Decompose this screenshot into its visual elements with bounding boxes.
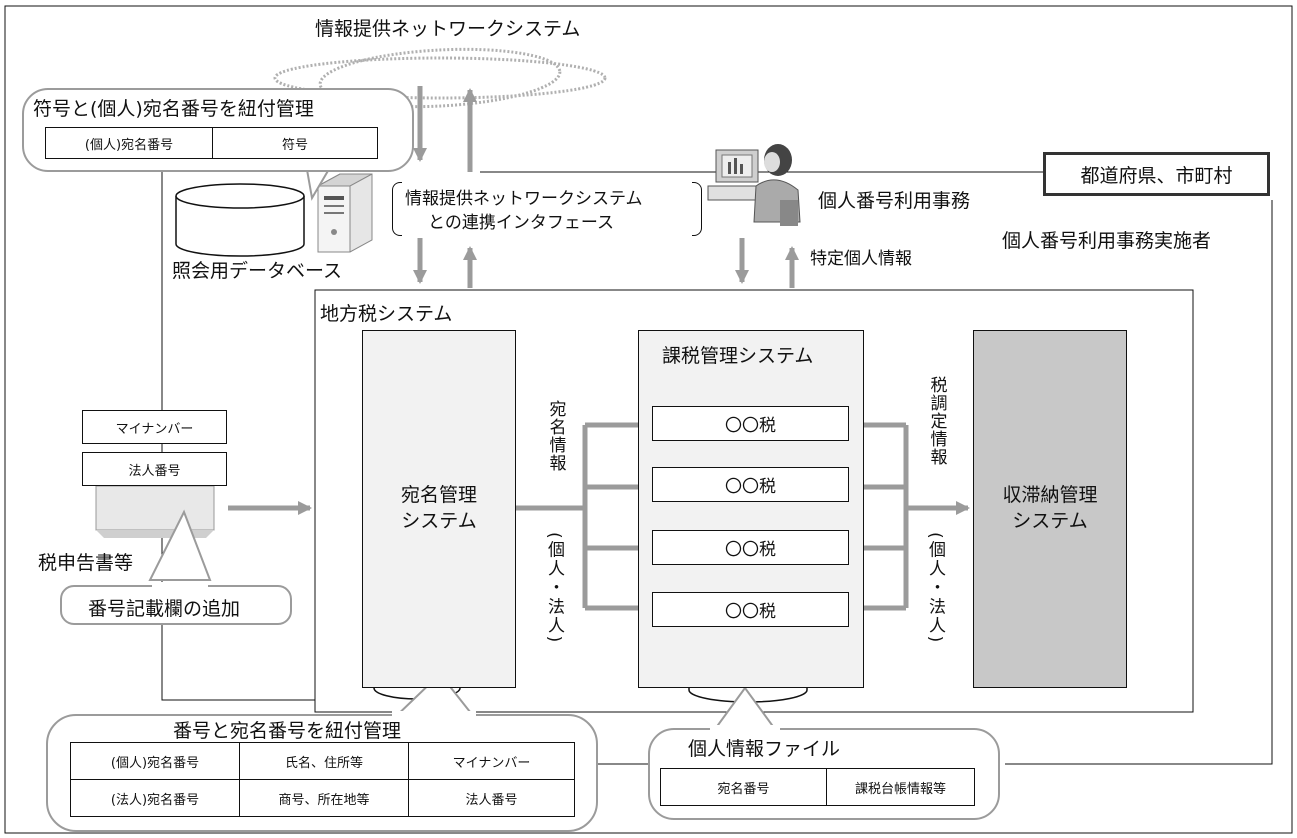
jisshisha-label: 個人番号利用事務実施者 xyxy=(1002,230,1212,252)
tax-box: 〇〇税 xyxy=(652,406,849,441)
mapping-top-cell: 符号 xyxy=(212,127,378,159)
kojin-houjin-right: (個人・法人) xyxy=(925,532,945,645)
callout-add xyxy=(60,585,292,625)
interface-line-2: との連携インタフェース xyxy=(428,213,614,233)
network-cloud xyxy=(273,47,607,109)
kojin-file-title: 個人情報ファイル xyxy=(688,738,841,760)
network-title: 情報提供ネットワークシステム xyxy=(315,18,581,40)
form-row-mynumber: マイナンバー xyxy=(82,410,227,444)
callout-mapping-bottom-tail-mask xyxy=(392,711,476,718)
mapping-bottom-title: 番号と宛名番号を紐付管理 xyxy=(173,720,402,742)
atena-info-label: 宛名情報 xyxy=(545,400,566,472)
table-cell: マイナンバー xyxy=(408,742,575,780)
region-box: 都道府県、市町村 xyxy=(1043,152,1270,196)
form-row-houjin: 法人番号 xyxy=(82,452,227,486)
callout-add-tail-mask xyxy=(152,582,208,589)
callout-add-text: 番号記載欄の追加 xyxy=(88,598,241,620)
interface-bracket-right xyxy=(692,182,702,236)
boundary-left xyxy=(161,172,315,701)
atena-system-box: 宛名管理 システム xyxy=(362,330,516,688)
boundary-right xyxy=(1005,200,1273,765)
callout-tail-add xyxy=(148,509,212,581)
chihouzei-label: 地方税システム xyxy=(320,303,453,325)
callout-kojin-file-tail-mask xyxy=(710,725,780,732)
zei-chotei-label: 税調定情報 xyxy=(926,376,947,466)
operator-icon xyxy=(707,144,801,226)
table-row: 宛名番号 課税台帳情報等 xyxy=(660,768,975,806)
interface-line-1: 情報提供ネットワークシステム xyxy=(405,189,643,209)
kojin-houjin-left: (個人・法人) xyxy=(544,532,564,645)
mapping-top-table: (個人)宛名番号 符号 xyxy=(45,127,378,159)
table-row: (個人)宛名番号 氏名、住所等 マイナンバー xyxy=(70,742,575,780)
outer-frame xyxy=(4,5,1293,834)
table-cell: 課税台帳情報等 xyxy=(826,768,975,806)
query-db-cylinder xyxy=(175,183,305,257)
tax-box: 〇〇税 xyxy=(652,592,849,627)
db-label: 照会用データベース xyxy=(172,260,343,282)
kazei-system-box xyxy=(638,330,864,688)
jimu-label: 個人番号利用事務 xyxy=(818,190,971,212)
table-cell: (個人)宛名番号 xyxy=(70,742,240,780)
kazei-label: 課税管理システム xyxy=(662,345,814,367)
table-cell: 氏名、住所等 xyxy=(239,742,409,780)
table-row: (法人)宛名番号 商号、所在地等 法人番号 xyxy=(70,779,575,817)
mapping-bottom-table: (個人)宛名番号 氏名、住所等 マイナンバー (法人)宛名番号 商号、所在地等 … xyxy=(70,742,575,817)
mapping-top-cell: (個人)宛名番号 xyxy=(45,127,213,159)
server-icon xyxy=(317,173,373,253)
tokutei-label: 特定個人情報 xyxy=(810,249,912,269)
tax-box: 〇〇税 xyxy=(652,467,849,502)
form-caption: 税申告書等 xyxy=(38,552,134,574)
interface-bracket-left xyxy=(392,182,402,236)
shuno-system-box: 収滞納管理 システム xyxy=(973,330,1127,688)
kojin-file-table: 宛名番号 課税台帳情報等 xyxy=(660,768,975,806)
table-cell: (法人)宛名番号 xyxy=(70,779,240,817)
tax-box: 〇〇税 xyxy=(652,530,849,565)
table-cell: 商号、所在地等 xyxy=(239,779,409,817)
table-cell: 宛名番号 xyxy=(660,768,827,806)
tax-form-paper xyxy=(95,485,215,538)
table-cell: 法人番号 xyxy=(408,779,575,817)
mapping-top-title: 符号と(個人)宛名番号を紐付管理 xyxy=(33,98,314,120)
